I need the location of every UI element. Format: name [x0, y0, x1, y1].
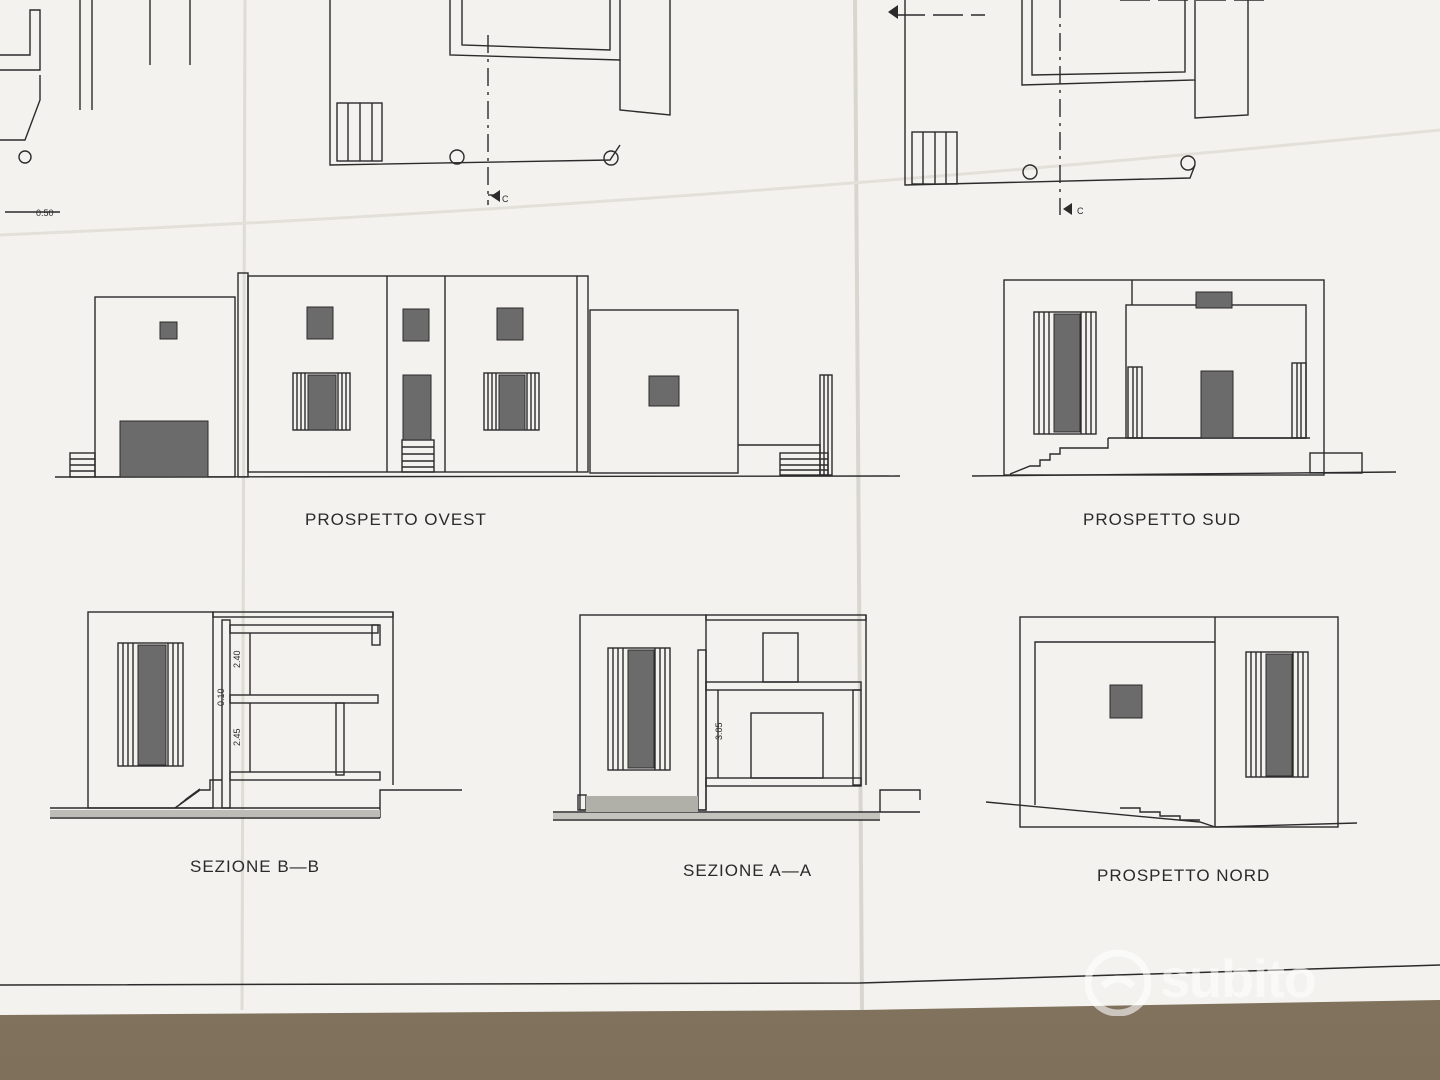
label-prospetto-sud: PROSPETTO SUD [1083, 510, 1242, 529]
dim-bb-lower: 2.45 [232, 728, 242, 746]
subito-logo-icon [1085, 950, 1151, 1016]
watermark-text: subito [1160, 949, 1317, 1009]
dim-bb-slab: 0.10 [216, 688, 226, 706]
label-sezione-aa: SEZIONE A—A [683, 861, 813, 880]
label-sezione-bb: SEZIONE B—B [190, 857, 321, 876]
section-marker-c-right: C [1077, 206, 1084, 216]
dim-bb-upper: 2.40 [232, 650, 242, 668]
dim-aa-height: 3.05 [714, 722, 724, 740]
section-marker-c-left: C [502, 194, 509, 204]
label-prospetto-ovest: PROSPETTO OVEST [305, 510, 487, 529]
dim-small: 0.50 [36, 208, 54, 218]
label-prospetto-nord: PROSPETTO NORD [1097, 866, 1271, 885]
